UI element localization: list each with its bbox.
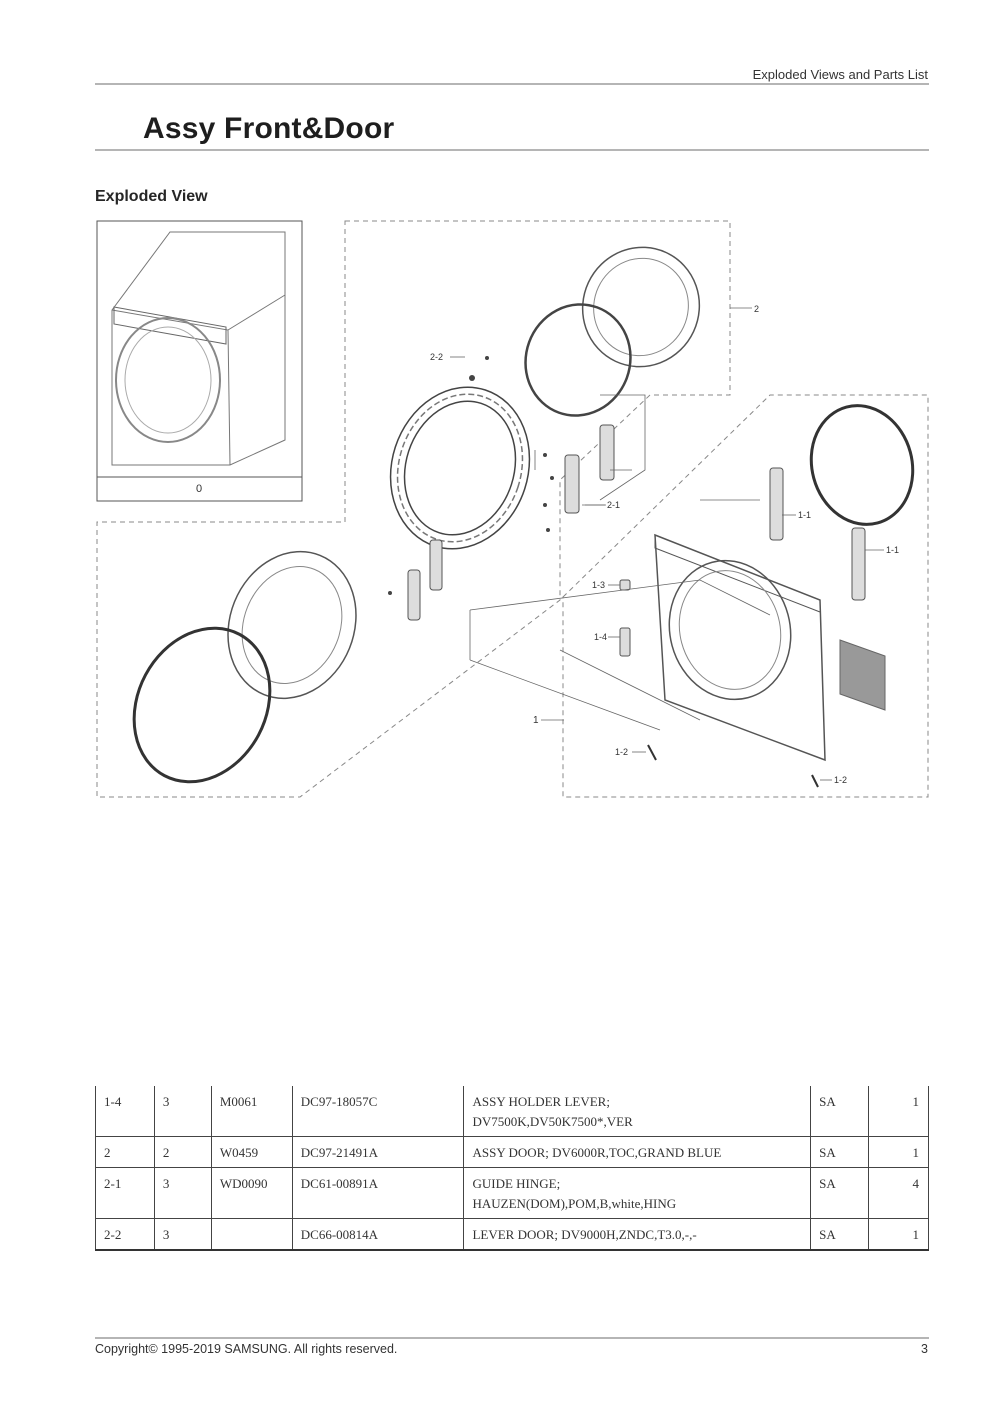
front-group-outline [562, 394, 929, 798]
parts-table: 1-4 3 M0061 DC97-18057C ASSY HOLDER LEVE… [95, 1086, 929, 1251]
cell-level: 2 [153, 1136, 212, 1168]
cell-status: SA [810, 1218, 870, 1251]
callout-1-1-upper: 1-1 [798, 510, 811, 520]
table-row: 2-2 3 DC66-00814A LEVER DOOR; DV9000H,ZN… [95, 1218, 929, 1251]
table-row: 2-1 3 WD0090 DC61-00891A GUIDE HINGE; HA… [95, 1167, 929, 1219]
front-leader-lines [469, 499, 771, 731]
cell-code: M0061 [210, 1086, 293, 1137]
cell-part-no: DC61-00891A [291, 1167, 465, 1219]
cell-level: 3 [153, 1167, 212, 1219]
cell-level: 3 [153, 1218, 212, 1251]
page-number: 3 [921, 1342, 928, 1356]
cell-part-no: DC97-21491A [291, 1136, 465, 1168]
footer-divider [95, 1337, 929, 1339]
description-line-1: GUIDE HINGE; [472, 1176, 561, 1191]
description-line-1: LEVER DOOR; DV9000H,ZNDC,T3.0,-,- [472, 1227, 697, 1242]
cell-status: SA [810, 1136, 870, 1168]
cell-loc: 2-2 [95, 1218, 155, 1251]
table-row: 1-4 3 M0061 DC97-18057C ASSY HOLDER LEVE… [95, 1086, 929, 1137]
door-cover-ring [132, 626, 272, 784]
door-glass-inner [227, 550, 357, 700]
callout-2-2: 2-2 [430, 352, 443, 362]
cell-loc: 1-4 [95, 1086, 155, 1137]
cell-qty: 1 [868, 1218, 929, 1251]
inset-label: 0 [196, 483, 202, 495]
callout-1-1-lower: 1-1 [886, 545, 899, 555]
front-screws [647, 744, 819, 788]
description-line-2: DV7500K,DV50K7500*,VER [472, 1114, 633, 1129]
header-divider [95, 83, 929, 85]
door-group-outline [96, 220, 731, 798]
description-line-2: HAUZEN(DOM),POM,B,white,HING [472, 1196, 677, 1211]
cell-description: LEVER DOOR; DV9000H,ZNDC,T3.0,-,- [463, 1218, 812, 1251]
cell-status: SA [810, 1086, 870, 1137]
cell-loc: 2 [95, 1136, 155, 1168]
cell-qty: 1 [868, 1136, 929, 1168]
cell-level: 3 [153, 1086, 212, 1137]
door-frame-ring [389, 386, 531, 550]
cell-code: WD0090 [210, 1167, 293, 1219]
callout-1: 1 [533, 715, 539, 726]
cell-qty: 4 [868, 1167, 929, 1219]
door-screws [388, 356, 554, 595]
cell-part-no: DC66-00814A [291, 1218, 465, 1251]
cell-description: ASSY DOOR; DV6000R,TOC,GRAND BLUE [463, 1136, 812, 1168]
door-gasket-ring [524, 303, 632, 417]
callout-1-2-right: 1-2 [834, 775, 847, 785]
callout-1-2-left: 1-2 [615, 747, 628, 757]
inset-dryer-box: 0 [96, 220, 303, 502]
cell-qty: 1 [868, 1086, 929, 1137]
description-line-1: ASSY DOOR; DV6000R,TOC,GRAND BLUE [472, 1145, 722, 1160]
callout-2-1: 2-1 [607, 500, 620, 510]
cell-code: W0459 [210, 1136, 293, 1168]
callout-2: 2 [754, 304, 759, 314]
dryer-illustration [111, 231, 286, 466]
hinge-bracket-door [407, 424, 615, 621]
door-leader-lines [534, 394, 646, 506]
section-title: Exploded View [95, 188, 208, 205]
footer-copyright: Copyright© 1995-2019 SAMSUNG. All rights… [95, 1342, 398, 1356]
door-glass-outer [581, 246, 701, 368]
cell-status: SA [810, 1167, 870, 1219]
filter-mesh [839, 639, 886, 711]
front-panel [654, 533, 826, 762]
callout-1-3: 1-3 [592, 580, 605, 590]
cell-code [210, 1218, 293, 1251]
description-line-1: ASSY HOLDER LEVER; [472, 1094, 610, 1109]
table-row: 2 2 W0459 DC97-21491A ASSY DOOR; DV6000R… [95, 1136, 929, 1168]
callout-1-4: 1-4 [594, 632, 607, 642]
front-hinges [619, 467, 866, 657]
cell-part-no: DC97-18057C [291, 1086, 465, 1137]
cell-description: ASSY HOLDER LEVER; DV7500K,DV50K7500*,VE… [463, 1086, 812, 1137]
title-divider [95, 149, 929, 151]
cell-loc: 2-1 [95, 1167, 155, 1219]
front-gasket-ring [809, 404, 915, 526]
page-title: Assy Front&Door [143, 112, 395, 145]
header-section-title: Exploded Views and Parts List [752, 67, 928, 82]
cell-description: GUIDE HINGE; HAUZEN(DOM),POM,B,white,HIN… [463, 1167, 812, 1219]
